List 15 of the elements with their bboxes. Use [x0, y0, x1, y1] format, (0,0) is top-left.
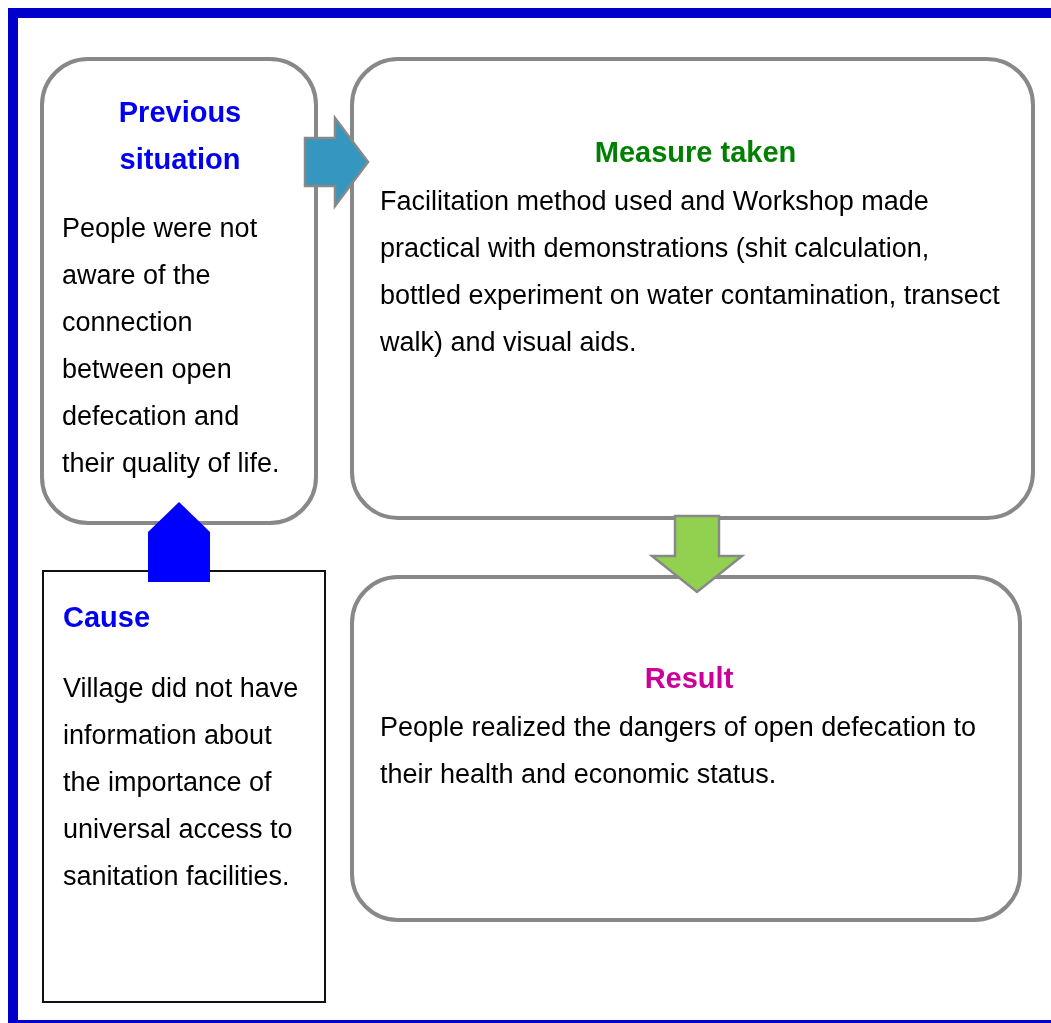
box-text: People were not aware of the connection between open defecation and their quality of life.: [62, 212, 281, 480]
box-heading: Measure taken: [593, 135, 798, 170]
box-heading: Cause: [63, 600, 152, 635]
block-arrow: [303, 114, 370, 210]
box-text: Facilitation method used and Workshop made practical with demonstrations (shit calculation, bottled experiment on water contamination, transect walk) and visual aids.: [380, 185, 1001, 359]
block-arrow: [648, 514, 746, 594]
box-heading: Result: [643, 661, 735, 696]
text-box: [42, 570, 326, 1003]
rounded-box: [350, 57, 1035, 520]
box-text: People realized the dangers of open defecation to their health and economic status.: [380, 711, 977, 791]
box-heading: Previous situation: [117, 95, 243, 177]
block-arrow: [148, 502, 210, 582]
rounded-box: [350, 575, 1022, 922]
rounded-box: [40, 57, 318, 525]
box-text: Village did not have information about the importance of universal access to sanitation facilities.: [63, 672, 300, 893]
